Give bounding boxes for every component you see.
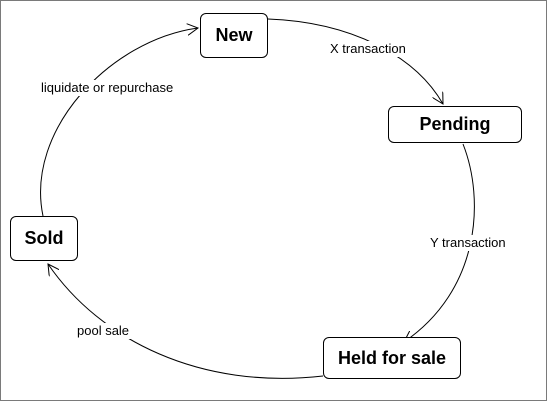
state-sold-label: Sold bbox=[24, 228, 64, 248]
state-held-for-sale: Held for sale bbox=[323, 337, 461, 379]
state-new: New bbox=[200, 13, 268, 58]
edge-new-to-pending bbox=[267, 18, 443, 104]
edge-held-to-sold bbox=[48, 264, 324, 379]
state-sold: Sold bbox=[10, 216, 78, 261]
edge-sold-to-new bbox=[40, 28, 198, 217]
state-pending-label: Pending bbox=[419, 114, 491, 134]
transition-label-y-transaction: Y transaction bbox=[428, 235, 508, 251]
state-held-for-sale-label: Held for sale bbox=[337, 347, 447, 368]
transition-label-liquidate-or-repurchase: liquidate or repurchase bbox=[39, 80, 176, 96]
transition-label-pool-sale: pool sale bbox=[75, 323, 132, 339]
state-pending: Pending bbox=[388, 106, 522, 143]
transition-label-x-transaction: X transaction bbox=[328, 41, 408, 57]
state-new-label: New bbox=[215, 25, 253, 45]
